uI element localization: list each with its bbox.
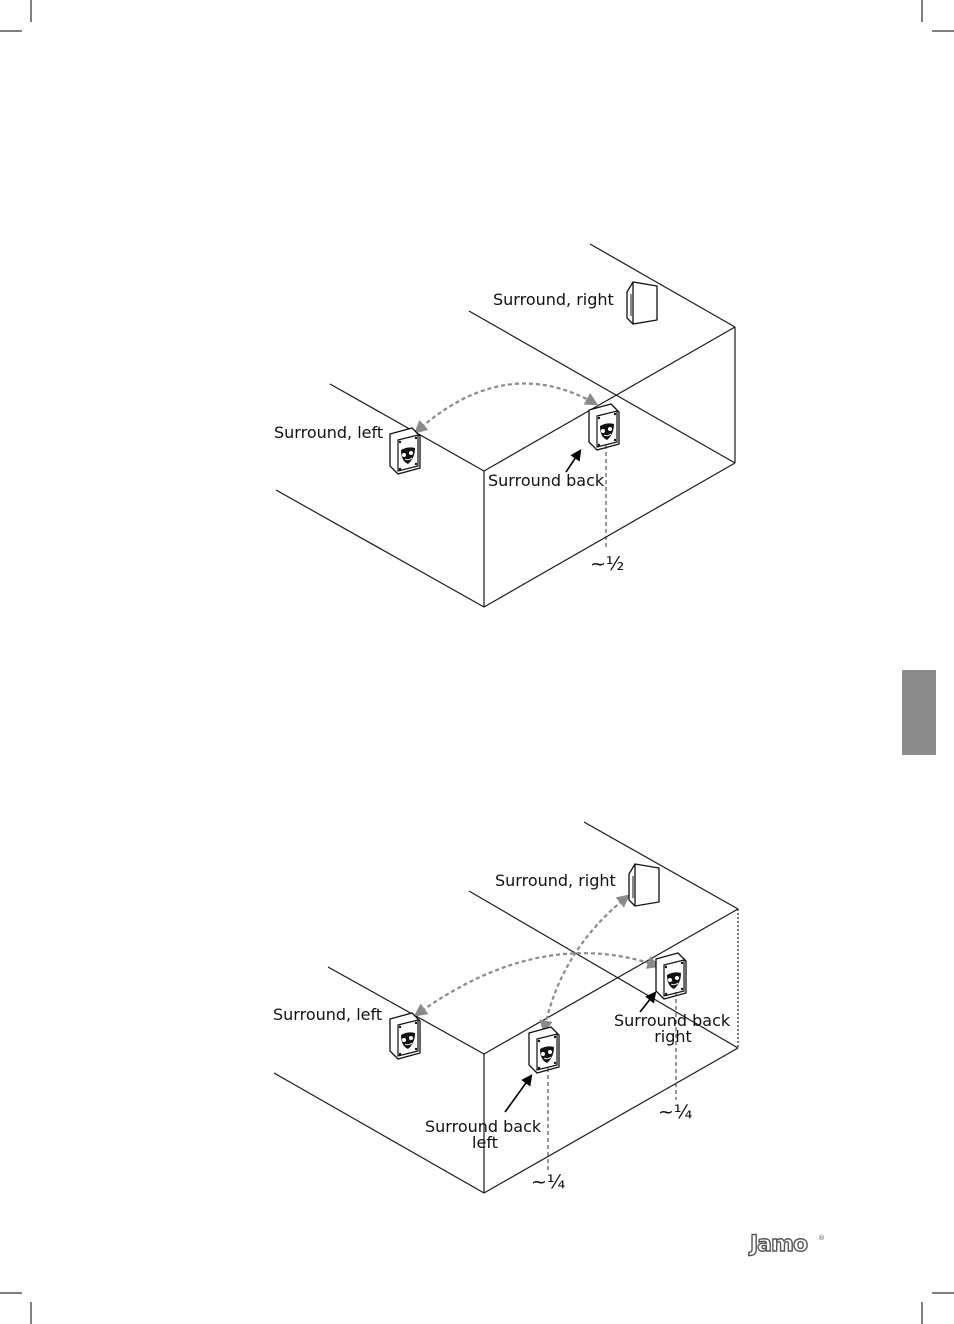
listening-arc — [416, 384, 596, 432]
surround-back-right-speaker — [656, 953, 686, 999]
surround-back-pointer — [566, 451, 580, 472]
label-distance: ~½ — [590, 553, 624, 575]
label-surround-right: Surround, right — [495, 871, 616, 890]
surround-back-left-pointer — [505, 1076, 531, 1112]
surround-right-speaker — [627, 282, 657, 324]
surround-left-speaker — [390, 1013, 420, 1059]
label-surround-left: Surround, left — [274, 423, 383, 442]
label-surround-right: Surround, right — [493, 290, 614, 309]
label-surround-back-right-line2: right — [654, 1027, 692, 1046]
label-distance-right: ~¼ — [658, 1101, 692, 1123]
placement-diagram-two-back: Surround, right Surround, left Surround … — [273, 822, 738, 1193]
placement-diagram-one-back: Surround, right Surround, left Surround … — [274, 244, 735, 607]
logo-wordmark: Jamo — [748, 1232, 808, 1257]
surround-back-left-speaker — [529, 1027, 559, 1073]
jamo-logo: Jamo ® — [748, 1232, 825, 1257]
surround-right-speaker — [629, 864, 659, 906]
surround-back-speaker — [589, 404, 619, 450]
logo-registered-mark: ® — [818, 1234, 825, 1242]
label-distance-left: ~¼ — [531, 1171, 565, 1193]
label-surround-back: Surround back — [488, 471, 605, 490]
listening-arc-left-to-back-right — [416, 953, 658, 1015]
label-surround-left: Surround, left — [273, 1005, 382, 1024]
surround-left-speaker — [390, 428, 420, 474]
label-surround-back-left-line2: left — [472, 1133, 498, 1152]
